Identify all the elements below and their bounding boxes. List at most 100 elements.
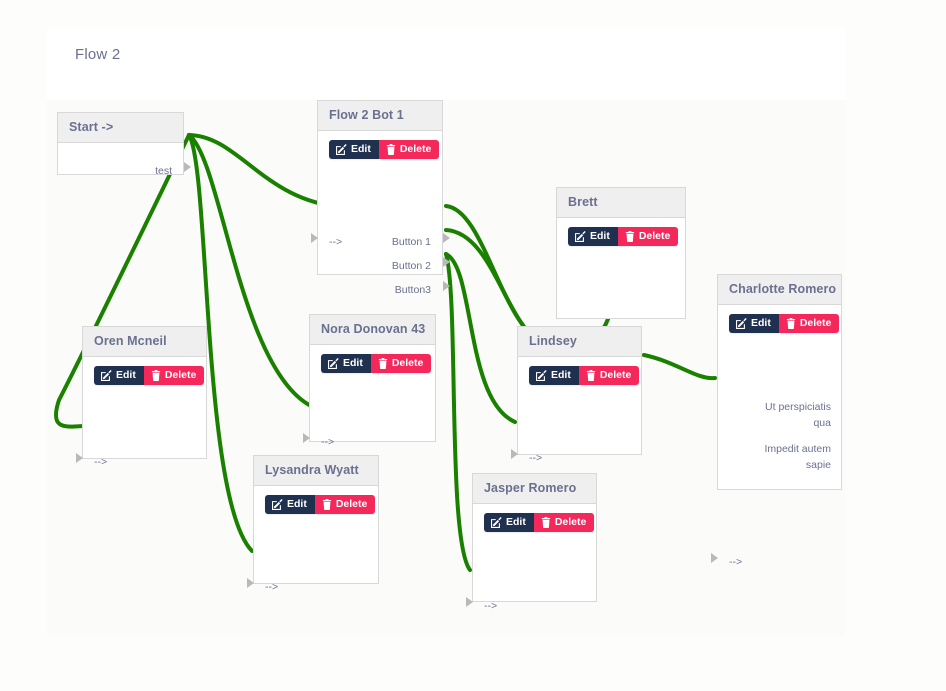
node-message-paragraph: Impedit autem sapie — [764, 443, 831, 471]
trash-icon — [786, 318, 796, 329]
trash-icon — [322, 499, 332, 510]
trash-icon — [386, 144, 396, 155]
edit-button-label: Edit — [116, 369, 136, 382]
node-body: Edit Delete --> — [511, 357, 641, 463]
edit-button[interactable]: Edit — [568, 227, 618, 246]
input-port[interactable]: --> — [94, 456, 108, 468]
output-port[interactable]: Button3 — [394, 284, 431, 296]
flow-edge — [187, 133, 313, 408]
delete-button[interactable]: Delete — [370, 354, 432, 373]
input-port[interactable]: --> — [321, 436, 335, 448]
node-body: Edit Delete --> — [303, 345, 435, 447]
delete-button[interactable]: Delete — [578, 366, 640, 385]
input-port[interactable]: --> — [484, 600, 498, 612]
edit-button[interactable]: Edit — [529, 366, 579, 385]
edit-button[interactable]: Edit — [321, 354, 371, 373]
flow-edge — [444, 252, 472, 572]
trash-icon — [586, 370, 596, 381]
node-title: Nora Donovan 43 — [310, 315, 435, 345]
node-action-buttons: Edit Delete — [484, 513, 595, 532]
node-action-buttons: Edit Delete — [265, 495, 376, 514]
edit-button[interactable]: Edit — [94, 366, 144, 385]
delete-button[interactable]: Delete — [778, 314, 840, 333]
delete-button[interactable]: Delete — [143, 366, 205, 385]
pencil-square-icon — [536, 370, 547, 381]
output-port[interactable]: Button 1 — [391, 236, 431, 248]
node-title: Lysandra Wyatt — [254, 456, 378, 486]
page-title: Flow 2 — [75, 46, 121, 63]
delete-button[interactable]: Delete — [378, 140, 440, 159]
delete-button-label: Delete — [554, 516, 587, 529]
pencil-square-icon — [336, 144, 347, 155]
flow-node-nora-donovan-43[interactable]: Nora Donovan 43 Edit Delete --> — [303, 314, 436, 447]
flow-node-start[interactable]: Start -> test — [57, 112, 191, 176]
node-action-buttons: Edit Delete — [568, 227, 679, 246]
input-port-arrow-icon — [311, 233, 318, 243]
edit-button[interactable]: Edit — [484, 513, 534, 532]
delete-button-label: Delete — [391, 357, 424, 370]
input-port-arrow-icon — [247, 578, 254, 588]
input-port[interactable]: --> — [729, 556, 743, 568]
node-title: Charlotte Romero — [718, 275, 841, 305]
pencil-square-icon — [491, 517, 502, 528]
input-port-arrow-icon — [466, 597, 473, 607]
edit-button-label: Edit — [343, 357, 363, 370]
output-port-arrow-icon — [184, 162, 191, 172]
node-title: Jasper Romero — [473, 474, 596, 504]
node-action-buttons: Edit Delete — [529, 366, 640, 385]
output-port[interactable]: test — [155, 165, 172, 177]
input-port[interactable]: --> — [265, 581, 279, 593]
delete-button[interactable]: Delete — [314, 495, 376, 514]
flow-header-card: Flow 2 — [47, 28, 845, 100]
output-port-arrow-icon — [443, 233, 450, 243]
pencil-square-icon — [736, 318, 747, 329]
node-title: Start -> — [58, 113, 183, 143]
edit-button-label: Edit — [551, 369, 571, 382]
input-port[interactable]: --> — [329, 236, 343, 248]
output-port[interactable]: Button 2 — [391, 260, 431, 272]
node-body: test — [58, 143, 191, 176]
node-title: Lindsey — [518, 327, 641, 357]
output-port-arrow-icon — [443, 257, 450, 267]
input-port-arrow-icon — [76, 453, 83, 463]
node-action-buttons: Edit Delete — [729, 314, 840, 333]
edit-button[interactable]: Edit — [729, 314, 779, 333]
node-body: Edit Delete --> — [466, 504, 596, 611]
flow-edge — [444, 252, 517, 424]
pencil-square-icon — [328, 358, 339, 369]
pencil-square-icon — [575, 231, 586, 242]
output-port-arrow-icon — [443, 281, 450, 291]
node-title: Flow 2 Bot 1 — [318, 101, 442, 131]
delete-button[interactable]: Delete — [533, 513, 595, 532]
edit-button-label: Edit — [590, 230, 610, 243]
delete-button[interactable]: Delete — [617, 227, 679, 246]
edit-button-label: Edit — [751, 317, 771, 330]
input-port-arrow-icon — [511, 449, 518, 459]
edit-button-label: Edit — [287, 498, 307, 511]
input-port[interactable]: --> — [529, 452, 543, 464]
node-body: Edit Delete --> — [247, 486, 378, 592]
input-port-arrow-icon — [711, 553, 718, 563]
edit-button[interactable]: Edit — [265, 495, 315, 514]
delete-button-label: Delete — [599, 369, 632, 382]
delete-button-label: Delete — [335, 498, 368, 511]
node-action-buttons: Edit Delete — [321, 354, 432, 373]
input-port-arrow-icon — [303, 433, 310, 443]
node-title: Brett — [557, 188, 685, 218]
flow-edge — [187, 133, 335, 208]
flow-edge — [642, 353, 717, 381]
edit-button[interactable]: Edit — [329, 140, 379, 159]
node-action-buttons: Edit Delete — [94, 366, 205, 385]
